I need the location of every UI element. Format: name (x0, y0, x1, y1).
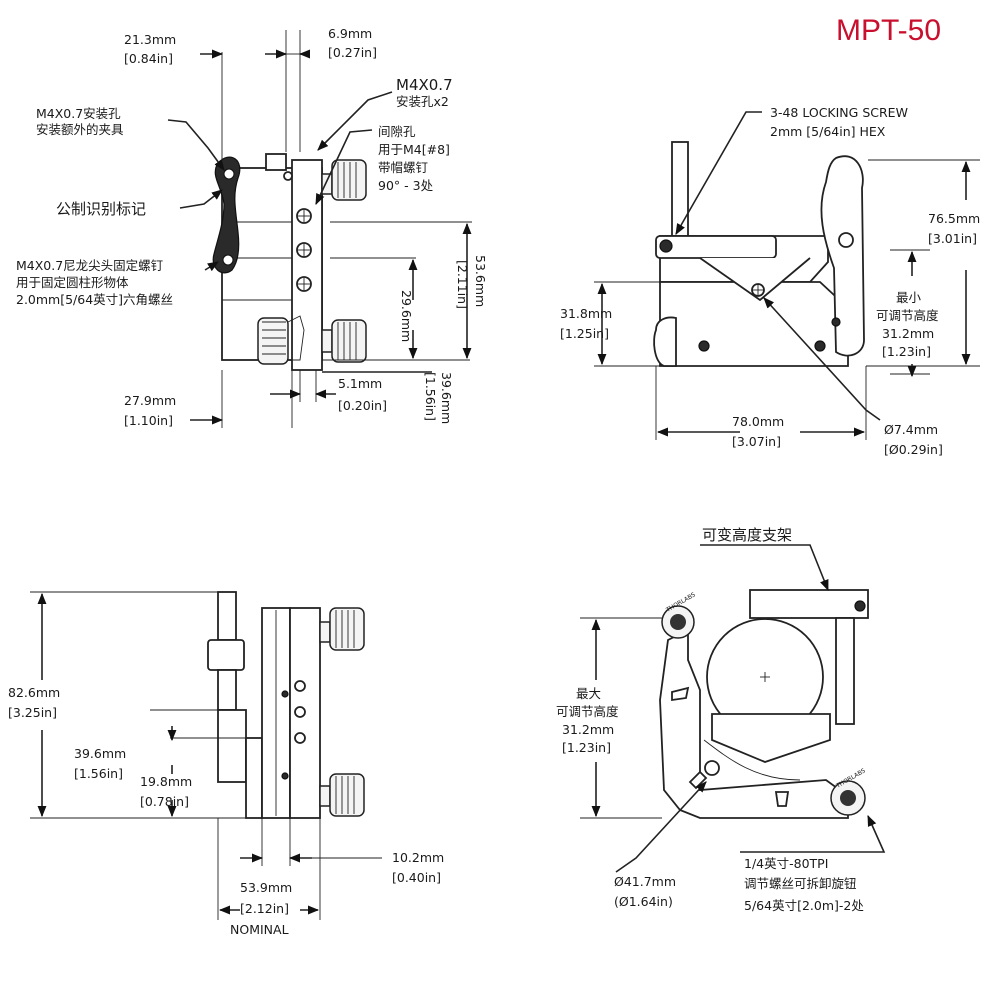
view-side: 82.6mm [3.25in] 39.6mm [1.56in] 19.8mm [… (8, 591, 444, 937)
dim-19-8-in: [0.78in] (140, 794, 189, 809)
dim-5-1-in: [0.20in] (338, 398, 387, 413)
dim-53-9: 53.9mm (240, 880, 292, 895)
label-knob-removable: 调节螺丝可拆卸旋钮 (744, 876, 857, 891)
dim-39-6-side-in: [1.56in] (74, 766, 123, 781)
view-top: 21.3mm [0.84in] 6.9mm [0.27in] M4X0.7 安装… (16, 26, 488, 428)
label-setscrew-3: 2.0mm[5/64英寸]六角螺丝 (16, 292, 173, 307)
label-min-value: 31.2mm (882, 326, 934, 341)
dim-21-3: 21.3mm (124, 32, 176, 47)
dim-53-6-in: [2.11in] (455, 260, 470, 309)
label-setscrew-2: 用于固定圆柱形物体 (16, 275, 129, 290)
dim-d7-4-in: [Ø0.29in] (884, 442, 943, 457)
dim-39-6: 39.6mm (439, 372, 454, 424)
dim-19-8: 19.8mm (140, 774, 192, 789)
label-m4-clamp-2: 安装额外的夹具 (36, 122, 124, 137)
view-front: 3-48 LOCKING SCREW 2mm [5/64in] HEX 76.5… (560, 105, 980, 457)
dim-76-5: 76.5mm (928, 211, 980, 226)
dim-d41-7: Ø41.7mm (614, 874, 676, 889)
dim-10-2: 10.2mm (392, 850, 444, 865)
dim-27-9-in: [1.10in] (124, 413, 173, 428)
label-max-adjust: 可调节高度 (556, 704, 619, 719)
dim-82-6: 82.6mm (8, 685, 60, 700)
label-nominal: NOMINAL (230, 922, 289, 937)
label-m4-clamp: M4X0.7安装孔 (36, 106, 121, 121)
dim-39-6-in: [1.56in] (423, 372, 438, 421)
adjuster-knob-icon (331, 319, 367, 363)
dim-82-6-in: [3.25in] (8, 705, 57, 720)
label-setscrew: M4X0.7尼龙尖头固定螺钉 (16, 258, 164, 273)
dim-6-9-in: [0.27in] (328, 45, 377, 60)
label-max-value-in: [1.23in] (562, 740, 611, 755)
adjuster-knob-icon (329, 607, 365, 651)
dim-31-8-in: [1.25in] (560, 326, 609, 341)
label-clearance-3: 带帽螺钉 (378, 160, 429, 175)
label-min-adjust: 可调节高度 (876, 308, 939, 323)
label-clearance-2: 用于M4[#8] (378, 142, 450, 157)
rear-bracket-top (749, 589, 869, 619)
adjuster-shaft (321, 173, 333, 195)
dim-d7-4: Ø7.4mm (884, 422, 938, 437)
top-plate (291, 159, 323, 371)
label-variable-bracket: 可变高度支架 (702, 526, 792, 544)
adjuster-knob-icon (257, 317, 289, 365)
label-locking-hex: 2mm [5/64in] HEX (770, 124, 886, 139)
adjuster-knob-icon (329, 773, 365, 817)
dim-d41-7-in: (Ø1.64in) (614, 894, 673, 909)
dim-5-1: 5.1mm (338, 376, 382, 391)
label-max-value: 31.2mm (562, 722, 614, 737)
dim-39-6-side: 39.6mm (74, 746, 126, 761)
front-bracket (820, 155, 865, 357)
clamp-arm (212, 156, 241, 274)
label-knob-hex: 5/64英寸[2.0m]-2处 (744, 898, 864, 913)
label-m4-holes: M4X0.7 (396, 76, 453, 94)
label-clearance-4: 90° - 3处 (378, 178, 434, 193)
dim-21-3-in: [0.84in] (124, 51, 173, 66)
adjuster-knob-icon (331, 159, 367, 201)
side-post (217, 591, 237, 641)
dim-53-9-in: [2.12in] (240, 901, 289, 916)
dim-27-9: 27.9mm (124, 393, 176, 408)
label-min-value-in: [1.23in] (882, 344, 931, 359)
label-clearance: 间隙孔 (378, 124, 416, 139)
dim-10-2-in: [0.40in] (392, 870, 441, 885)
label-knob-thread: 1/4英寸-80TPI (744, 856, 828, 871)
dim-78-0: 78.0mm (732, 414, 784, 429)
label-metric-mark: 公制识别标记 (56, 200, 146, 218)
label-max: 最大 (576, 686, 601, 701)
view-rear: THORLABS THORLABS 可变高度支架 最大 可调节高度 31.2mm… (556, 526, 886, 913)
dim-31-8: 31.8mm (560, 306, 612, 321)
model-title: MPT-50 (836, 14, 942, 47)
dim-78-0-in: [3.07in] (732, 434, 781, 449)
dim-29-6: 29.6mm (399, 290, 414, 342)
label-locking-screw: 3-48 LOCKING SCREW (770, 105, 908, 120)
dim-6-9: 6.9mm (328, 26, 372, 41)
dim-76-5-in: [3.01in] (928, 231, 977, 246)
label-m4-holes-count: 安装孔x2 (396, 94, 449, 109)
dim-53-6: 53.6mm (473, 255, 488, 307)
label-min: 最小 (896, 290, 922, 305)
